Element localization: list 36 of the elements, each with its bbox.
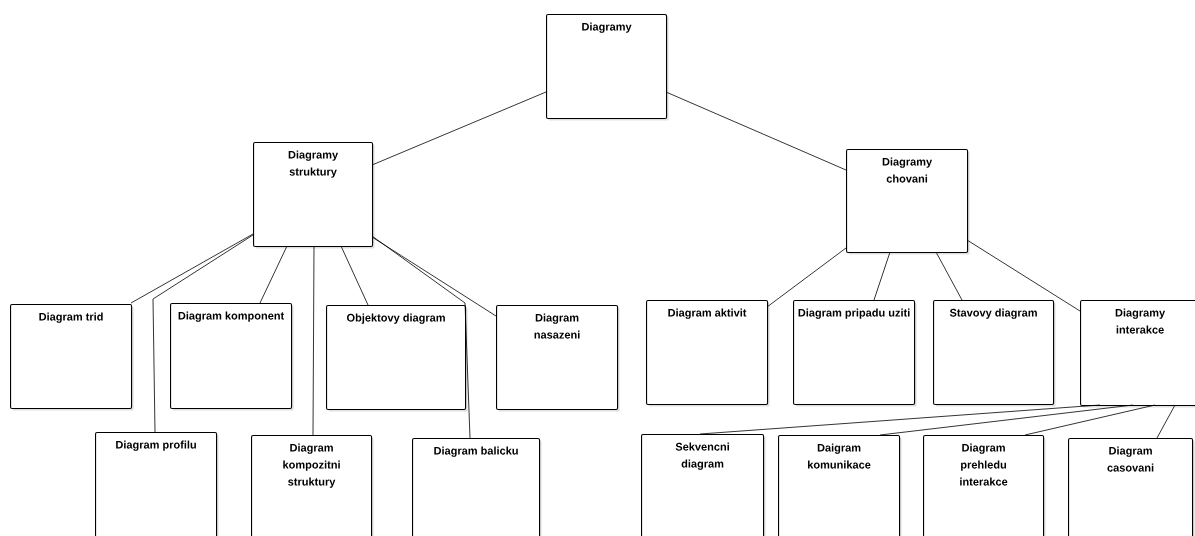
diagram-box: Diagram aktivit	[646, 300, 770, 407]
diagram-box: Stavovy diagram	[933, 300, 1056, 407]
connector-line	[1156, 404, 1176, 439]
diagram-box: Objektovy diagram	[326, 305, 468, 412]
connector-line	[665, 91, 847, 171]
connector-line	[873, 251, 891, 301]
diagram-box: Diagram trid	[10, 304, 134, 411]
connector-line	[699, 404, 1101, 435]
connector-line	[1024, 404, 1156, 436]
diagram-box: Diagram balicku	[412, 438, 542, 536]
connector-line	[259, 245, 288, 304]
diagram-box: Diagram casovani	[1068, 438, 1195, 536]
connector-line	[766, 247, 847, 308]
diagram-box: Diagramy chovani	[846, 149, 970, 255]
diagram-box: Diagram komponent	[170, 303, 294, 411]
diagram-box: Diagramy	[546, 14, 669, 121]
connector-line	[312, 245, 315, 436]
connector-line	[152, 234, 254, 433]
diagram-box: Diagram prehledu interakce	[923, 435, 1046, 536]
connector-line	[935, 251, 963, 301]
diagram-box: Diagram pripadu uziti	[793, 300, 917, 407]
connector-line	[371, 91, 547, 166]
connector-line	[879, 404, 1134, 436]
node-label: Diagram casovani	[1107, 446, 1154, 472]
connector-line	[371, 236, 497, 317]
diagram-box: Diagram nasazeni	[496, 305, 620, 412]
diagram-box: Diagram kompozitni struktury	[251, 435, 374, 536]
diagram-box: Diagram profilu	[95, 432, 219, 536]
connector-line	[966, 239, 1081, 312]
diagram-box: Diagramy struktury	[253, 142, 375, 249]
diagram-box: Daigram komunikace	[778, 435, 902, 536]
connector-line	[371, 235, 471, 439]
diagram-box: Diagramy interakce	[1080, 300, 1195, 408]
connector-line	[340, 245, 369, 306]
diagram-box: Sekvencni diagram	[641, 434, 766, 536]
connector-line	[130, 233, 254, 304]
